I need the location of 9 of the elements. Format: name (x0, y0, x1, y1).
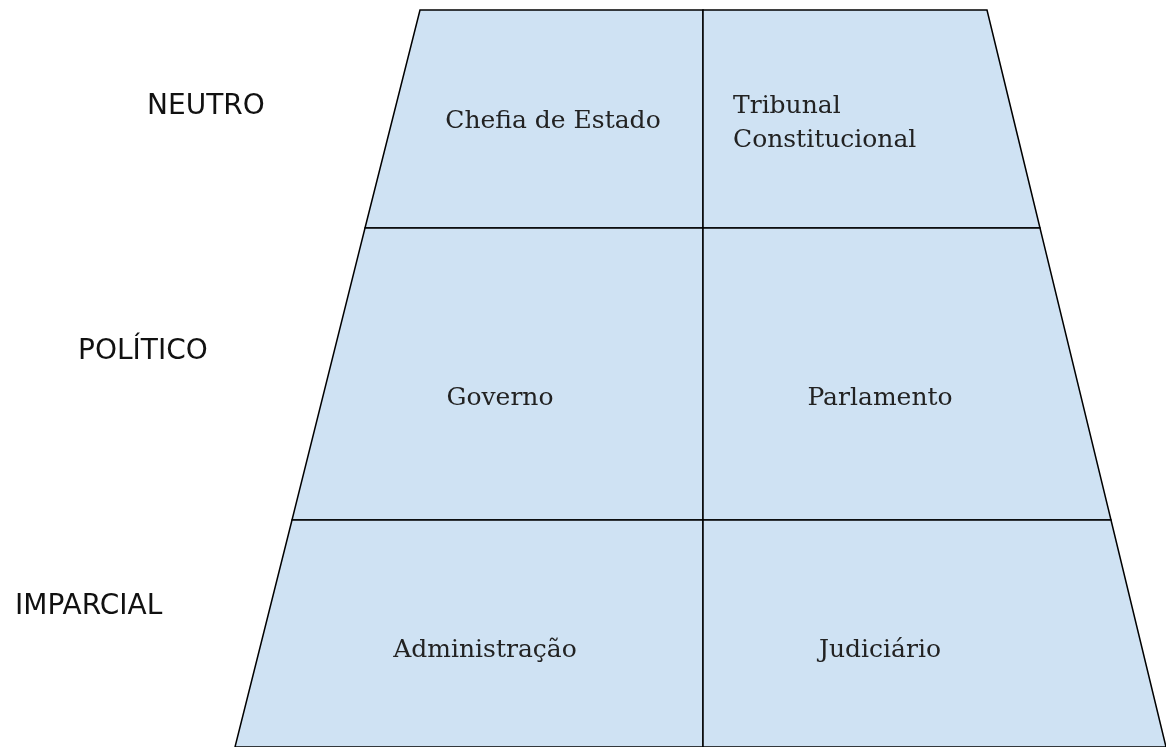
trapezoid-section: Governo (292, 228, 703, 520)
trapezoid-section: Judiciário (703, 520, 1166, 747)
trapezoid-section: Parlamento (703, 228, 1111, 520)
trapezoid-section: Tribunal Constitucional (703, 10, 1040, 228)
row-label: POLÍTICO (78, 333, 208, 366)
row-label: IMPARCIAL (15, 588, 163, 621)
row-label: NEUTRO (147, 88, 265, 121)
trapezoid-section: Chefia de Estado (365, 10, 703, 228)
trapezoid-section: Administração (235, 520, 703, 747)
